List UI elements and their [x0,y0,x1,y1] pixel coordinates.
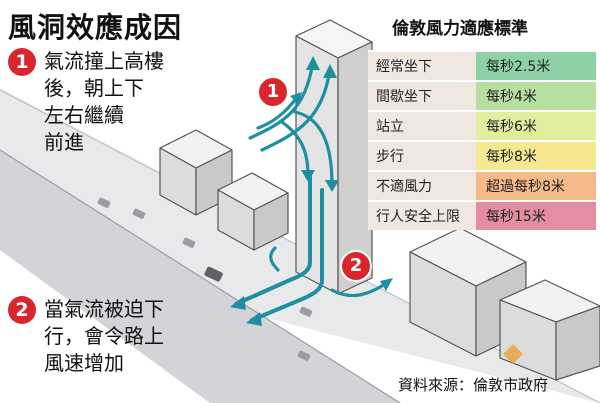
wind-arrow-street-2 [250,188,324,322]
step-number-badge: 1 [8,48,36,76]
diagram-title: 風洞效應成因 [8,11,183,44]
wind-speed-cell: 每秒4米 [476,80,596,111]
condition-cell: 步行 [368,140,476,171]
condition-cell: 經常坐下 [368,50,476,81]
wind-speed-cell: 超過每秒8米 [476,170,596,201]
step-2: 2 當氣流被迫下 行，會令路上 風速增加 [8,296,164,377]
wind-arrow-up-2 [260,68,332,152]
condition-cell: 間歇坐下 [368,80,476,111]
diagram-marker-1: 1 [257,76,289,108]
standards-row: 行人安全上限每秒15米 [368,200,596,230]
wind-speed-cell: 每秒8米 [476,140,596,171]
standards-row: 經常坐下每秒2.5米 [368,50,596,81]
wind-arrow-down-1 [280,120,310,177]
condition-cell: 不適風力 [368,170,476,201]
wind-arrow-down-2 [293,110,334,187]
step-number-badge: 2 [8,296,36,324]
low-building-mid [217,172,289,251]
standards-row: 間歇坐下每秒4米 [368,80,596,111]
wind-speed-cell: 每秒2.5米 [476,50,596,81]
cars [97,197,313,361]
wind-arrow-up-1 [248,60,315,140]
standards-title: 倫敦風力適應標準 [392,19,528,39]
standards-row: 步行每秒8米 [368,140,596,171]
source-note: 資料來源：倫敦市政府 [398,376,549,394]
wind-arrows [234,60,390,322]
wind-speed-cell: 每秒6米 [476,110,596,141]
wind-arrow-swirl [269,246,280,272]
step-1: 1 氣流撞上高樓 後，朝上下 左右繼續 前進 [8,48,164,156]
wind-arrowheads [230,56,393,326]
wind-standards-table: 經常坐下每秒2.5米間歇坐下每秒4米站立每秒6米步行每秒8米不適風力超過每秒8米… [368,50,596,230]
step-description: 當氣流被迫下 行，會令路上 風速增加 [44,297,164,375]
curb-line [0,149,401,403]
condition-cell: 行人安全上限 [368,200,476,230]
condition-cell: 站立 [368,110,476,141]
diagram-marker-2: 2 [340,250,372,282]
standards-row: 不適風力超過每秒8米 [368,170,596,201]
wind-speed-cell: 每秒15米 [476,200,596,230]
step-description: 氣流撞上高樓 後，朝上下 左右繼續 前進 [44,49,164,154]
wind-arrow-street-1 [234,174,312,306]
standards-row: 站立每秒6米 [368,110,596,141]
